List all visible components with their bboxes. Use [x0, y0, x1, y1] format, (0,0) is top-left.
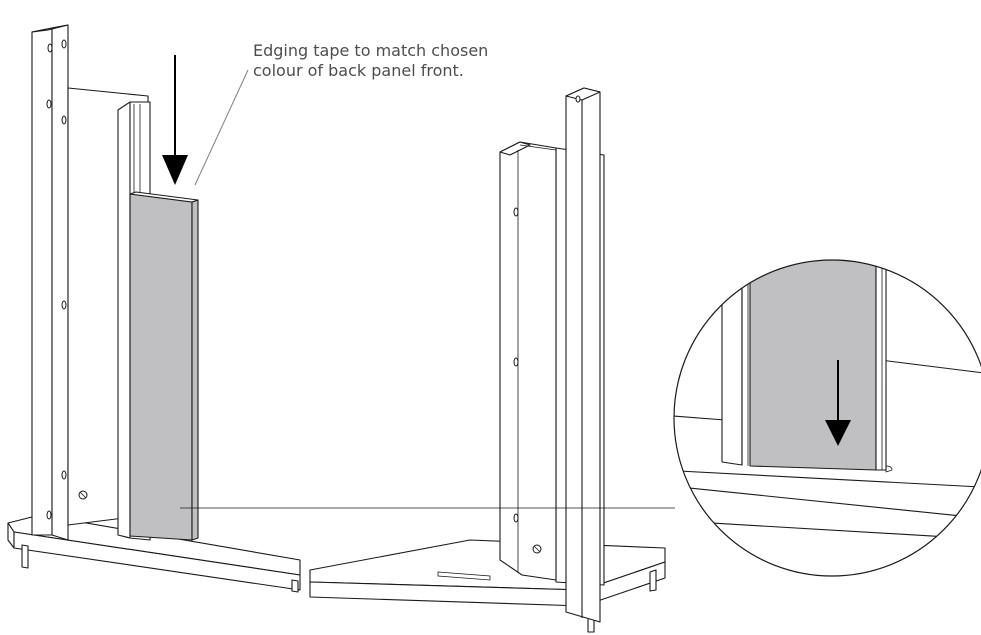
edging-tape-callout: Edging tape to match chosen colour of ba… — [194, 41, 488, 186]
right-side-post — [565, 87, 601, 623]
right-channel-piece — [499, 141, 557, 581]
down-arrow-icon — [162, 55, 188, 185]
callout-line-2: colour of back panel front. — [253, 61, 464, 80]
back-panel — [129, 191, 199, 541]
left-side-post — [31, 24, 69, 541]
detail-zoom-view — [673, 259, 981, 577]
callout-line-1: Edging tape to match chosen — [253, 41, 488, 60]
